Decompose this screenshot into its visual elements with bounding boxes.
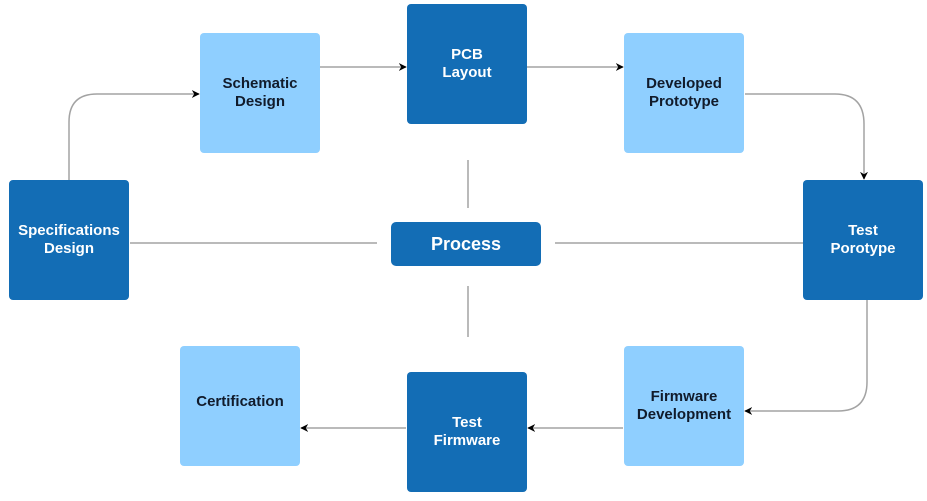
arrow-test-prototype-to-firmware-dev [744, 300, 868, 415]
node-firmware-development: Firmware Development [624, 346, 744, 466]
node-pcb-layout: PCB Layout [407, 4, 527, 124]
node-developed-prototype: Developed Prototype [624, 33, 744, 153]
process-hub: Process [391, 222, 541, 266]
node-specifications-design: Specifications Design [9, 180, 129, 300]
node-certification: Certification [180, 346, 300, 466]
arrow-specifications-to-schematic [68, 90, 200, 180]
node-test-prototype: Test Porotype [803, 180, 923, 300]
node-test-firmware: Test Firmware [407, 372, 527, 492]
node-schematic-design: Schematic Design [200, 33, 320, 153]
arrow-developed-to-test-prototype [745, 93, 868, 180]
